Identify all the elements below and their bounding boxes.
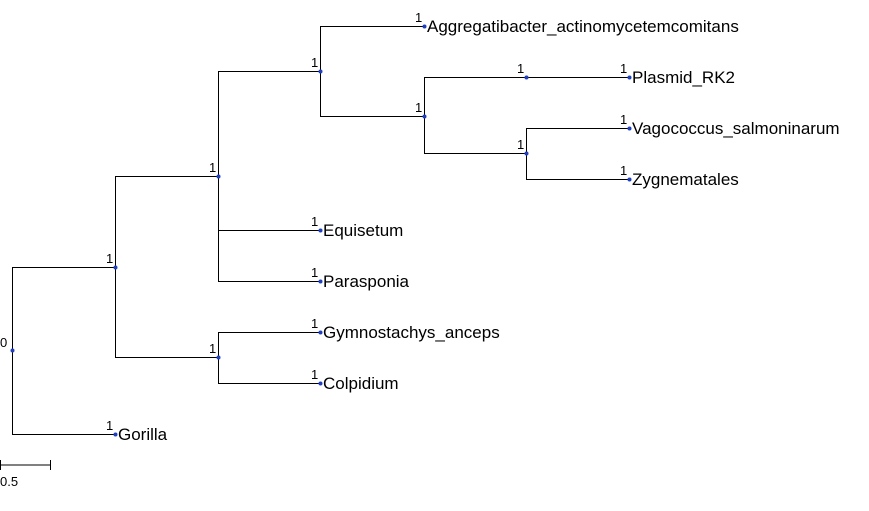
leaf-support-label: 1 [620, 61, 627, 76]
internal-node-dot [216, 355, 221, 360]
leaf-node-dot [627, 126, 632, 131]
leaf-label: Gorilla [118, 425, 168, 444]
internal-node-dot [422, 114, 427, 119]
leaf-node-dot [318, 279, 323, 284]
leaf-label: Colpidium [323, 374, 399, 393]
leaf-label: Aggregatibacter_actinomycetemcomitans [427, 17, 739, 36]
leaf-label: Zygnematales [632, 170, 739, 189]
leaf-support-label: 1 [311, 316, 318, 331]
node-support-label: 1 [517, 137, 524, 152]
node-support-label: 1 [311, 55, 318, 70]
internal-node-dot [318, 69, 323, 74]
leaf-support-label: 1 [106, 418, 113, 433]
node-support-label: 1 [209, 160, 216, 175]
node-support-label: 1 [106, 251, 113, 266]
leaf-node-dot [627, 75, 632, 80]
leaf-support-label: 1 [311, 214, 318, 229]
scale-bar-label: 0.5 [0, 474, 18, 489]
leaf-node-dot [422, 24, 427, 29]
leaf-label: Plasmid_RK2 [632, 68, 735, 87]
leaf-node-dot [627, 177, 632, 182]
scale-bar: 0.5 [0, 460, 51, 489]
internal-node-dot [113, 265, 118, 270]
leaf-support-label: 1 [620, 112, 627, 127]
leaf-node-dot [318, 228, 323, 233]
node-support-label: 1 [517, 61, 524, 76]
leaf-node-dot [318, 330, 323, 335]
leaf-support-label: 1 [620, 163, 627, 178]
internal-node-dot [216, 174, 221, 179]
tree-nodes [10, 24, 632, 437]
root-node-label: 0 [0, 335, 7, 350]
node-support-label: 1 [209, 341, 216, 356]
internal-node-dot [524, 75, 529, 80]
leaf-node-dot [318, 381, 323, 386]
leaf-label: Vagococcus_salmoninarum [632, 119, 840, 138]
internal-node-dot [524, 151, 529, 156]
leaf-label: Equisetum [323, 221, 403, 240]
leaf-node-dot [113, 432, 118, 437]
leaf-support-label: 1 [415, 10, 422, 25]
internal-node-dot [10, 348, 15, 353]
leaf-label: Parasponia [323, 272, 410, 291]
leaf-support-label: 1 [311, 367, 318, 382]
leaf-label: Gymnostachys_anceps [323, 323, 500, 342]
node-support-label: 1 [415, 100, 422, 115]
leaf-support-label: 1 [311, 265, 318, 280]
